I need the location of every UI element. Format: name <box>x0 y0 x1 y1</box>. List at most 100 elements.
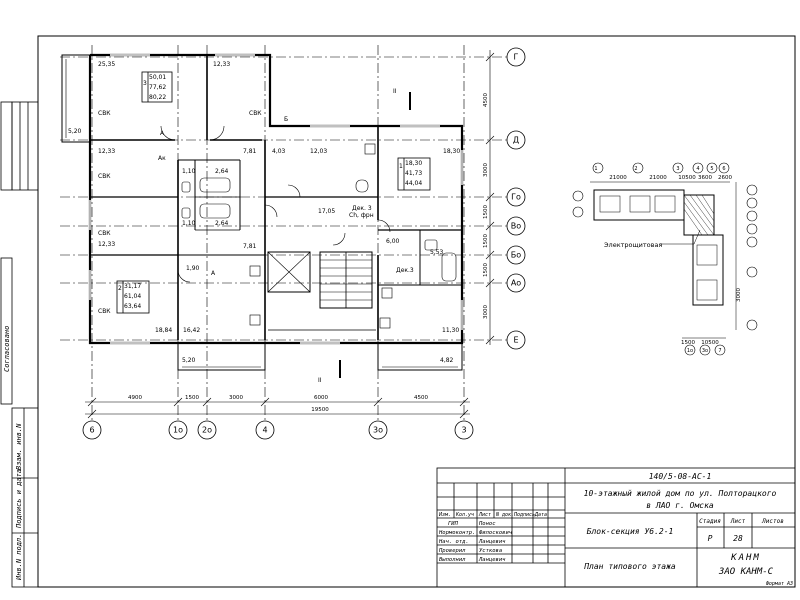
svk-3: СВК <box>98 173 111 180</box>
room-area-17-05: 17,05 <box>318 208 335 215</box>
company-logo-text: КАНМ <box>730 553 761 563</box>
sheet-value: 28 <box>733 534 743 543</box>
doc-code: 140/5-08-АС-1 <box>649 472 712 481</box>
room-area-12-03: 12,03 <box>310 148 327 155</box>
hdr-date: Дата <box>534 512 547 518</box>
side-stamp <box>0 101 39 588</box>
dim-right-1500-c: 1500 <box>483 263 489 277</box>
axis-ao: Ао <box>511 279 521 288</box>
dim-bottom-6000: 6000 <box>314 395 328 401</box>
dek-3-a: Дек. 3 <box>352 205 372 212</box>
title-block <box>436 467 796 588</box>
section-mark-bottom: II <box>318 377 322 384</box>
side-box-agreed <box>0 257 13 405</box>
room-area-18-30: 18,30 <box>443 148 460 155</box>
key-axis-7: 7 <box>718 348 721 354</box>
axis-3o: 3о <box>373 426 383 435</box>
dim-right-3000-b: 3000 <box>483 305 489 319</box>
key-dim-21000-a: 21000 <box>609 175 627 181</box>
dim-chain-right <box>485 50 495 345</box>
key-axis-6: 6 <box>722 166 725 172</box>
dim-bottom-total: 19500 <box>311 407 329 413</box>
axis-4: 4 <box>262 426 267 435</box>
axis-2o: 2о <box>202 426 212 435</box>
apt3-total: 80,22 <box>149 94 166 101</box>
side-box-top-2 <box>11 101 39 191</box>
axis-6: 6 <box>89 426 94 435</box>
key-dim-10500: 10500 <box>678 175 696 181</box>
name-3: Ланцевич <box>478 539 506 545</box>
key-axis-3o: 3о <box>702 348 708 354</box>
agreed-label: Согласовано <box>3 326 11 372</box>
room-area-12-33-a: 12,33 <box>98 148 115 155</box>
dim-bottom-1500: 1500 <box>185 395 199 401</box>
room-area-2-64-b: 2,64 <box>215 220 229 227</box>
svk-1: СВК <box>98 110 111 117</box>
role-checked: Проверил <box>438 548 466 554</box>
room-area-1-90: 1,90 <box>186 265 200 272</box>
axis-bubbles-bottom <box>82 420 474 440</box>
key-dim-21000-b: 21000 <box>649 175 667 181</box>
replace-label: Взам. инв.N <box>15 423 23 470</box>
ch-fr-label: Ch, фрн <box>349 212 374 219</box>
name-5: Ланцевич <box>478 557 506 563</box>
apt-num-2: 2 <box>118 285 122 292</box>
dim-right-1500-b: 1500 <box>483 234 489 248</box>
role-normcontrol: Нормоконтр. <box>438 530 475 536</box>
apt1-total: 44,04 <box>405 180 422 187</box>
apt3-living: 50,01 <box>149 74 166 81</box>
room-area-12-33-top: 12,33 <box>213 61 230 68</box>
axis-1o: 1о <box>173 426 183 435</box>
room-area-12-33-b: 12,33 <box>98 241 115 248</box>
axis-bo: Бо <box>511 251 521 260</box>
room-area-4-03: 4,03 <box>272 148 286 155</box>
axis-e: Е <box>513 336 518 345</box>
role-gip: ГИП <box>448 521 459 527</box>
key-axis-2: 2 <box>634 166 637 172</box>
axis-d: Д <box>513 136 519 145</box>
dim-chain-bottom <box>85 397 470 419</box>
svk-5: СВК <box>98 308 111 315</box>
apt1-living: 18,30 <box>405 160 422 167</box>
stage-value: Р <box>708 534 713 543</box>
dim-bottom-4900: 4900 <box>128 395 142 401</box>
sanitary-fixtures <box>181 143 457 329</box>
key-dim-10500-b: 10500 <box>701 340 719 346</box>
dim-right-1500-a: 1500 <box>483 205 489 219</box>
apt-num-1: 1 <box>399 163 403 170</box>
room-area-25-35: 25,35 <box>98 61 115 68</box>
name-4: Усткова <box>479 548 502 554</box>
block-name: Блок-секция У6.2-1 <box>587 527 674 536</box>
sheet-header: Лист <box>730 518 746 525</box>
dim-bottom-4500: 4500 <box>414 395 428 401</box>
dim-right-4500: 4500 <box>483 93 489 107</box>
apt2-living: 31,17 <box>124 283 141 290</box>
key-axis-5: 5 <box>710 166 713 172</box>
dek-3-b: Дек.3 <box>396 267 414 274</box>
key-dim-2600: 2600 <box>718 175 732 181</box>
room-area-6-00: 6,00 <box>386 238 400 245</box>
window-mark-left-bottom: 5,20 <box>182 357 196 364</box>
axis-3: 3 <box>461 426 466 435</box>
sign-date-label: Подпись и дата <box>15 469 23 529</box>
room-area-11-30: 11,30 <box>442 327 459 334</box>
axis-go: Го <box>511 193 521 202</box>
room-area-16-42: 16,42 <box>183 327 200 334</box>
section-mark-top: II <box>393 88 397 95</box>
hdr-kol: Кол.уч <box>455 512 474 518</box>
name-1: Понос <box>478 521 496 527</box>
key-axis-1: 1 <box>594 166 597 172</box>
hdr-doc: N док. <box>495 512 514 518</box>
key-dim-3600: 3600 <box>698 175 712 181</box>
key-axis-1o: 1о <box>687 348 693 354</box>
room-area-7-81-b: 7,81 <box>243 243 257 250</box>
role-made: Выполнил <box>439 557 466 563</box>
key-axis-4: 4 <box>696 166 699 172</box>
node-mark-ak: Ак <box>158 155 166 162</box>
apt2-total: 63,64 <box>124 303 141 310</box>
role-head: Нач. отд. <box>438 539 469 545</box>
side-box-top <box>0 101 13 191</box>
svk-4: СВК <box>98 230 111 237</box>
room-labels: 25,35 3 50,01 77,62 80,22 12,33 СВК СВК … <box>68 61 460 384</box>
key-plan-label: Электрощитовая <box>604 241 662 249</box>
